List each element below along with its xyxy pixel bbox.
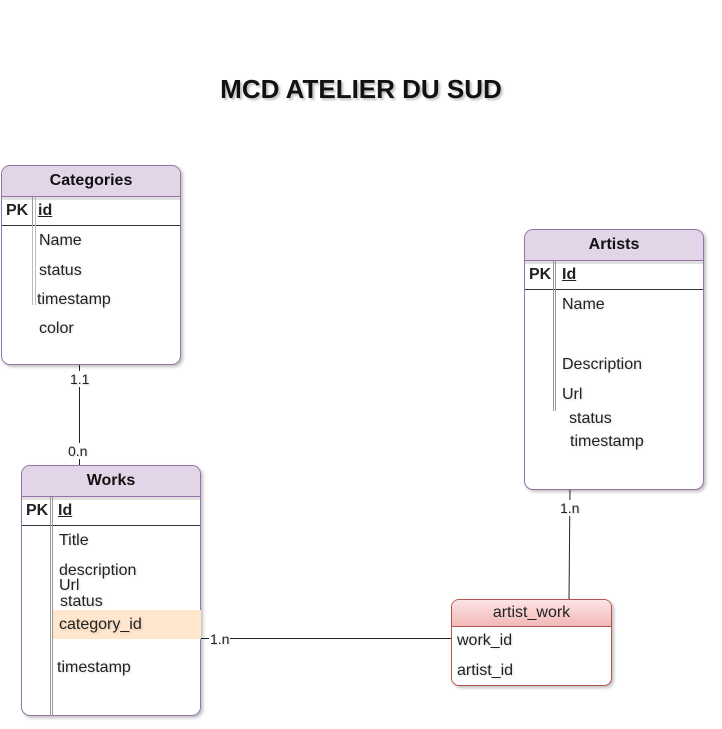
diagram-title: MCD ATELIER DU SUD [220, 74, 502, 104]
entity-categories-header: Categories [2, 166, 180, 200]
pk-field: id [38, 202, 53, 219]
column-divider [32, 225, 33, 305]
cardinality-label: 1.1 [69, 371, 91, 387]
entity-artists-header: Artists [525, 230, 703, 264]
column-divider [52, 497, 53, 716]
entity-works-header: Works [22, 466, 200, 500]
entity-works-pk-row: PK Id [22, 497, 200, 526]
pk-field: Id [58, 502, 73, 519]
attribute: work_id [457, 632, 513, 649]
cardinality-label: 1.n [209, 631, 231, 647]
cardinality-label: 1.n [559, 500, 581, 516]
pk-label: PK [529, 266, 552, 283]
pk-field: Id [562, 266, 577, 283]
column-divider [555, 261, 556, 411]
attribute-fk: category_id [59, 616, 142, 633]
connector-categories-works [79, 365, 80, 465]
entity-categories-pk-row: PK id [2, 197, 180, 226]
attribute: timestamp [57, 659, 131, 676]
entity-artists-pk-row: PK Id [525, 261, 703, 290]
cardinality-label: 0.n [67, 443, 89, 459]
entity-artist-work-header: artist_work [452, 600, 611, 627]
entity-artists[interactable]: Artists PK Id Name Description Url statu… [524, 229, 704, 490]
attribute: Description [562, 356, 643, 373]
attribute: Name [39, 232, 82, 249]
entity-categories[interactable]: Categories PK id Name status timestamp c… [1, 165, 181, 365]
entity-works[interactable]: Works PK Id Title description Url status… [21, 465, 201, 716]
attribute: Url [59, 577, 80, 594]
attribute: Name [562, 296, 605, 313]
attribute: description [59, 562, 137, 579]
connector-works-artist-work [201, 638, 452, 639]
attribute: Url [562, 386, 583, 403]
fk-highlight [53, 610, 201, 639]
column-divider [553, 261, 554, 411]
entity-artist-work[interactable]: artist_work work_id artist_id [451, 599, 612, 686]
column-divider [50, 497, 51, 716]
column-divider [32, 197, 33, 225]
pk-label: PK [6, 202, 29, 219]
attribute: status [569, 410, 612, 427]
attribute: status [39, 262, 82, 279]
attribute: timestamp [570, 433, 644, 450]
pk-label: PK [26, 502, 49, 519]
column-divider [35, 197, 36, 305]
attribute: artist_id [457, 662, 514, 679]
attribute: status [60, 593, 103, 610]
attribute: color [39, 320, 74, 337]
attribute: Title [59, 532, 89, 549]
attribute: timestamp [37, 291, 111, 308]
